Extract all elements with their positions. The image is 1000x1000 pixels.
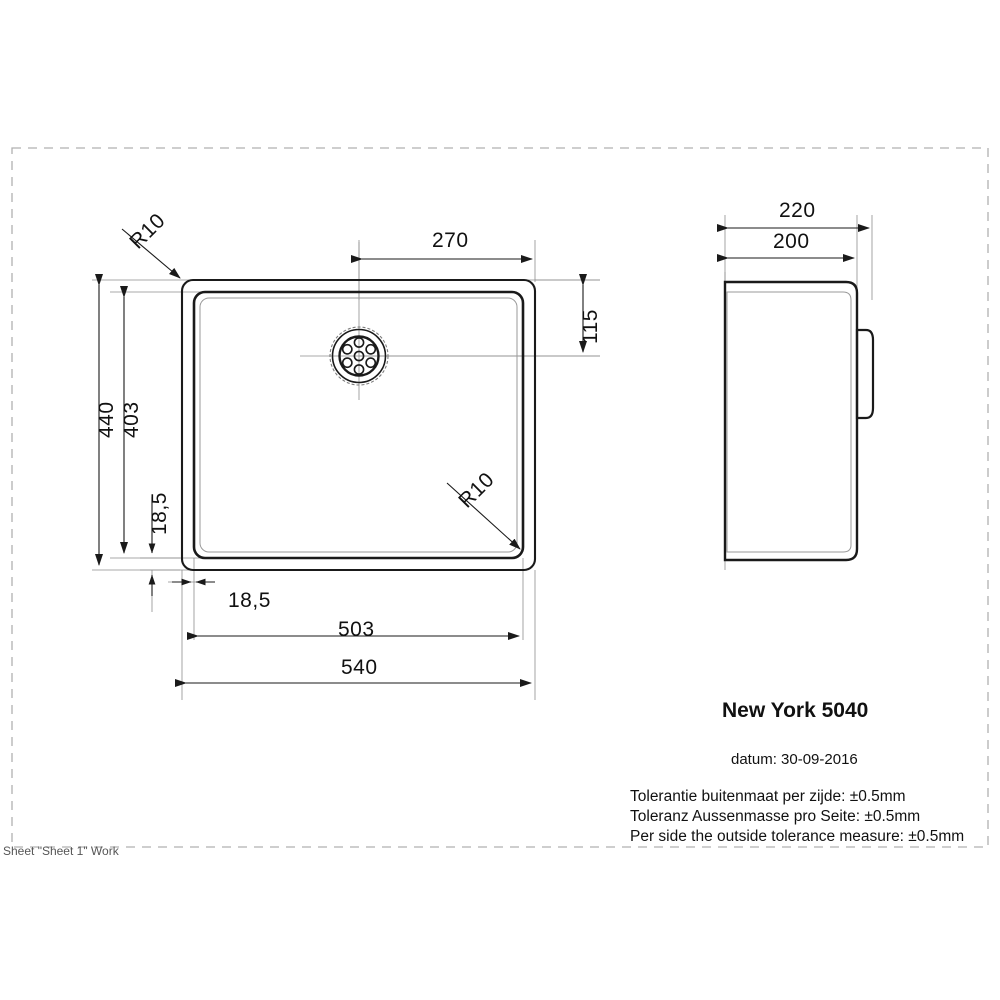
radius-leader-lines (121, 228, 521, 550)
tolerance-note-en: Per side the outside tolerance measure: … (630, 828, 965, 845)
page-frame (11, 147, 989, 848)
dimension-label-drain-from-right: 270 (432, 229, 469, 252)
sink-bowl-outline (192, 290, 525, 560)
tolerance-note-de: Toleranz Aussenmasse pro Seite: ±0.5mm (630, 808, 921, 825)
drain-assembly (329, 326, 389, 386)
side-view-body-outline (723, 280, 859, 562)
side-view-inner-line (726, 291, 852, 553)
drawing-date: datum: 30-09-2016 (731, 751, 858, 768)
product-title: New York 5040 (722, 699, 869, 722)
dimension-label-rim-offset-left: 18,5 (228, 589, 271, 612)
dimension-label-overall-width: 540 (341, 656, 378, 679)
sheet-label: Sheet "Sheet 1" Work (3, 844, 119, 858)
tolerance-note-nl: Tolerantie buitenmaat per zijde: ±0.5mm (630, 788, 906, 805)
side-view-drain-boss (855, 328, 875, 420)
sink-bowl-inner-outline (199, 297, 518, 553)
drain-centerlines (300, 242, 600, 400)
dimension-label-bowl-height: 403 (120, 401, 143, 438)
dimension-label-rim-offset-top: 18,5 (148, 492, 171, 535)
dimension-label-overall-height: 440 (95, 401, 118, 438)
side-view-dimension-lines (717, 224, 870, 262)
side-view (717, 215, 875, 570)
dimension-label-body-depth: 200 (773, 230, 810, 253)
dimension-label-overall-depth: 220 (779, 199, 816, 222)
sink-rim-outline (180, 278, 537, 572)
top-view (92, 228, 600, 700)
dimension-label-bowl-width: 503 (338, 618, 375, 641)
top-view-dimension-lines (95, 255, 587, 687)
dimension-label-drain-from-top: 115 (579, 309, 602, 344)
side-view-extension-lines (724, 215, 873, 570)
